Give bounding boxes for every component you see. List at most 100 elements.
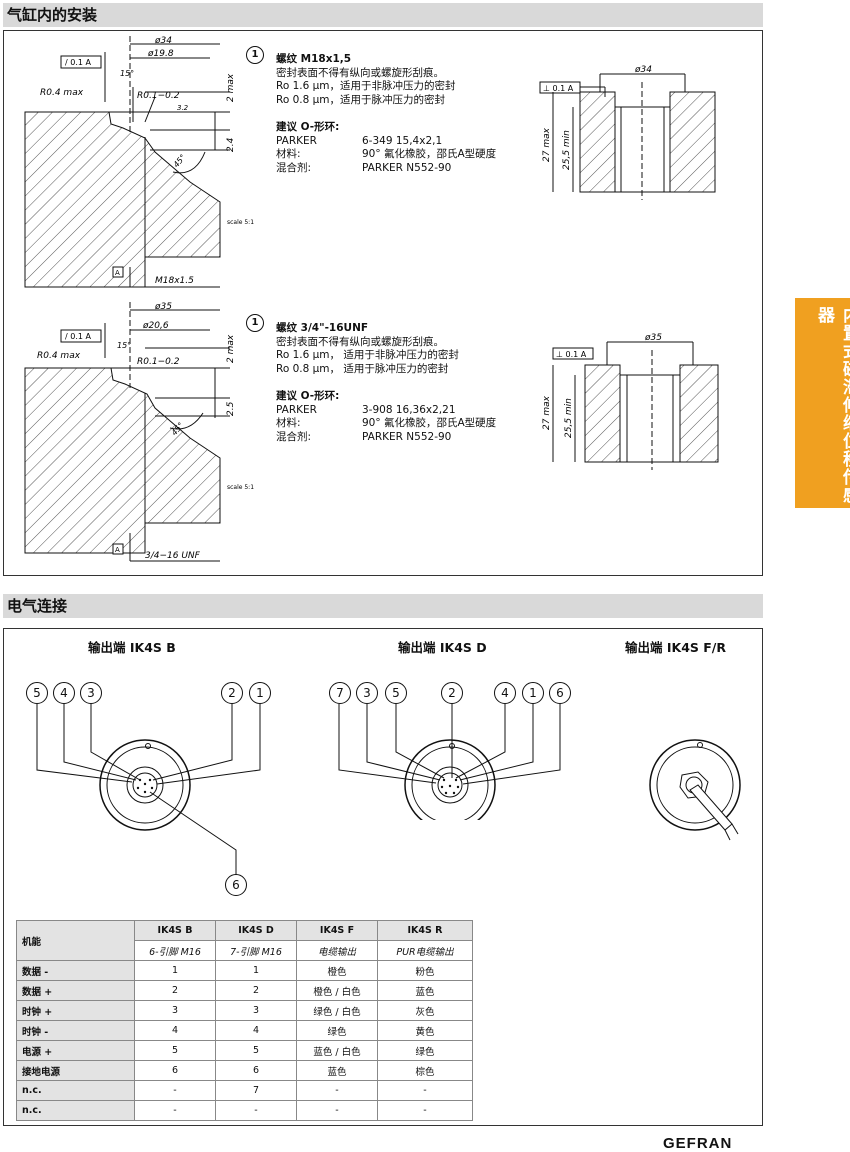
install-drawing-m18: A / 0.1 A ø34 ø19.8 R0.4 max R0.1−0.2 15… bbox=[24, 36, 254, 288]
spec-block-m18: 螺纹 M18x1,5 密封表面不得有纵向或螺旋形刮痕。 Ro 1.6 µm，适用… bbox=[276, 53, 496, 175]
spec-line: Ro 1.6 µm，适用于非脉冲压力的密封 bbox=[276, 80, 456, 92]
svg-text:M18x1.5: M18x1.5 bbox=[155, 276, 194, 286]
pin-1-icon: 1 bbox=[522, 682, 544, 704]
connector-d-drawing bbox=[338, 704, 561, 820]
svg-text:ø34: ø34 bbox=[634, 65, 652, 75]
col-header: IK4S F bbox=[296, 920, 378, 941]
hole-drawing-m18: ⊥ 0.1 A ø34 27 max 25,5 min bbox=[539, 65, 716, 200]
section-header-electrical: 电气连接 bbox=[3, 594, 763, 618]
pin-assignment-table: 机能 IK4S B IK4S D IK4S F IK4S R 6-引脚 M16 … bbox=[16, 920, 473, 1121]
svg-text:ø19.8: ø19.8 bbox=[147, 49, 174, 59]
spec-line: 密封表面不得有纵向或螺旋形刮痕。 bbox=[276, 335, 444, 348]
svg-text:ø34: ø34 bbox=[154, 36, 172, 46]
pin-6-icon: 6 bbox=[225, 874, 247, 896]
spec-block-unf: 螺纹 3/4"-16UNF 密封表面不得有纵向或螺旋形刮痕。 Ro 1.6 µm… bbox=[276, 322, 496, 444]
pin-7-icon: 7 bbox=[329, 682, 351, 704]
electrical-panel bbox=[3, 628, 763, 1126]
install-drawing-unf: A / 0.1 A ø35 ø20,6 R0.4 max R0.1−0.2 15… bbox=[24, 302, 254, 562]
svg-text:27 max: 27 max bbox=[542, 395, 552, 430]
oring-row: 材料:90° 氟化橡胶，邵氏A型硬度 bbox=[276, 417, 497, 429]
col-subheader: 7-引脚 M16 bbox=[215, 940, 297, 961]
pin-3-icon: 3 bbox=[80, 682, 102, 704]
connector-title-d: 输出端 IK4S D bbox=[398, 640, 487, 655]
pin-5-icon: 5 bbox=[385, 682, 407, 704]
pin-4-icon: 4 bbox=[494, 682, 516, 704]
oring-row: 混合剂:PARKER N552-90 bbox=[276, 430, 452, 443]
hole-drawing-unf: ⊥ 0.1 A ø35 27 max 25,5 min bbox=[542, 333, 719, 470]
oring-row: 材料:90° 氟化橡胶，邵氏A型硬度 bbox=[276, 148, 497, 160]
spec-title: 螺纹 3/4"-16UNF bbox=[276, 322, 369, 334]
col-header: IK4S R bbox=[377, 920, 473, 941]
svg-text:scale 5:1: scale 5:1 bbox=[227, 484, 254, 491]
col-header: IK4S D bbox=[215, 920, 297, 941]
connector-title-b: 输出端 IK4S B bbox=[88, 640, 176, 655]
svg-text:27 max: 27 max bbox=[542, 127, 552, 162]
svg-text:25,5 min: 25,5 min bbox=[562, 130, 572, 170]
func-header: 机能 bbox=[16, 920, 135, 961]
svg-text:/ 0.1 A: / 0.1 A bbox=[65, 332, 92, 341]
svg-text:15°: 15° bbox=[117, 341, 131, 350]
svg-text:15°: 15° bbox=[120, 69, 134, 78]
oring-title: 建议 O-形环: bbox=[276, 390, 340, 402]
spec-line: Ro 1.6 µm， 适用于非脉冲压力的密封 bbox=[276, 349, 459, 361]
table-row: n.c.---- bbox=[16, 1100, 473, 1121]
callout-1-icon: 1 bbox=[246, 314, 264, 332]
svg-text:/ 0.1 A: / 0.1 A bbox=[65, 58, 92, 67]
svg-text:2 max: 2 max bbox=[226, 73, 236, 102]
svg-text:45°: 45° bbox=[172, 153, 188, 170]
pin-2-icon: 2 bbox=[221, 682, 243, 704]
section-title: 电气连接 bbox=[7, 597, 68, 615]
svg-text:ø35: ø35 bbox=[154, 302, 172, 312]
svg-text:ø20,6: ø20,6 bbox=[142, 321, 169, 331]
connector-title-fr: 输出端 IK4S F/R bbox=[625, 640, 726, 655]
section-header-installation: 气缸内的安装 bbox=[3, 3, 763, 27]
spec-line: Ro 0.8 µm， 适用于脉冲压力的密封 bbox=[276, 362, 449, 375]
oring-row: 混合剂:PARKER N552-90 bbox=[276, 161, 452, 174]
connector-b-drawing bbox=[36, 704, 261, 875]
svg-text:25,5 min: 25,5 min bbox=[564, 398, 574, 438]
svg-text:scale 5:1: scale 5:1 bbox=[227, 219, 254, 226]
svg-text:3/4−16 UNF: 3/4−16 UNF bbox=[145, 551, 201, 561]
svg-text:2.5: 2.5 bbox=[226, 401, 236, 416]
col-subheader: PUR电缆输出 bbox=[377, 940, 473, 961]
brand-logo: GEFRAN bbox=[663, 1135, 733, 1152]
pin-5-icon: 5 bbox=[26, 682, 48, 704]
svg-text:ø35: ø35 bbox=[644, 333, 662, 343]
svg-text:A: A bbox=[115, 546, 120, 554]
spec-title: 螺纹 M18x1,5 bbox=[276, 53, 352, 65]
pin-4-icon: 4 bbox=[53, 682, 75, 704]
callout-1-icon: 1 bbox=[246, 46, 264, 64]
col-header: IK4S B bbox=[134, 920, 216, 941]
svg-text:2.4: 2.4 bbox=[226, 137, 236, 152]
installation-panel bbox=[3, 30, 763, 576]
side-tab-label: 内置式磁滞伸缩位移传感器 bbox=[814, 306, 850, 504]
pin-2-icon: 2 bbox=[441, 682, 463, 704]
table-row: n.c.-7-- bbox=[16, 1080, 473, 1101]
svg-text:3.2: 3.2 bbox=[177, 104, 189, 112]
svg-text:R0.1−0.2: R0.1−0.2 bbox=[137, 91, 180, 101]
col-subheader: 电缆输出 bbox=[296, 940, 378, 961]
spec-line: Ro 0.8 µm，适用于脉冲压力的密封 bbox=[276, 93, 446, 106]
svg-text:A: A bbox=[115, 269, 120, 277]
svg-text:R0.4 max: R0.4 max bbox=[40, 88, 84, 98]
pin-6-icon: 6 bbox=[549, 682, 571, 704]
svg-text:⊥ 0.1 A: ⊥ 0.1 A bbox=[543, 84, 574, 93]
svg-text:⊥ 0.1 A: ⊥ 0.1 A bbox=[556, 350, 587, 359]
svg-text:R0.4 max: R0.4 max bbox=[37, 351, 81, 361]
col-subheader: 6-引脚 M16 bbox=[134, 940, 216, 961]
section-title: 气缸内的安装 bbox=[7, 6, 98, 24]
side-tab: 内置式磁滞伸缩位移传感器 bbox=[795, 298, 850, 508]
pin-3-icon: 3 bbox=[356, 682, 378, 704]
svg-text:R0.1−0.2: R0.1−0.2 bbox=[137, 357, 180, 367]
pin-1-icon: 1 bbox=[249, 682, 271, 704]
spec-line: 密封表面不得有纵向或螺旋形刮痕。 bbox=[276, 66, 444, 79]
oring-title: 建议 O-形环: bbox=[276, 121, 340, 133]
